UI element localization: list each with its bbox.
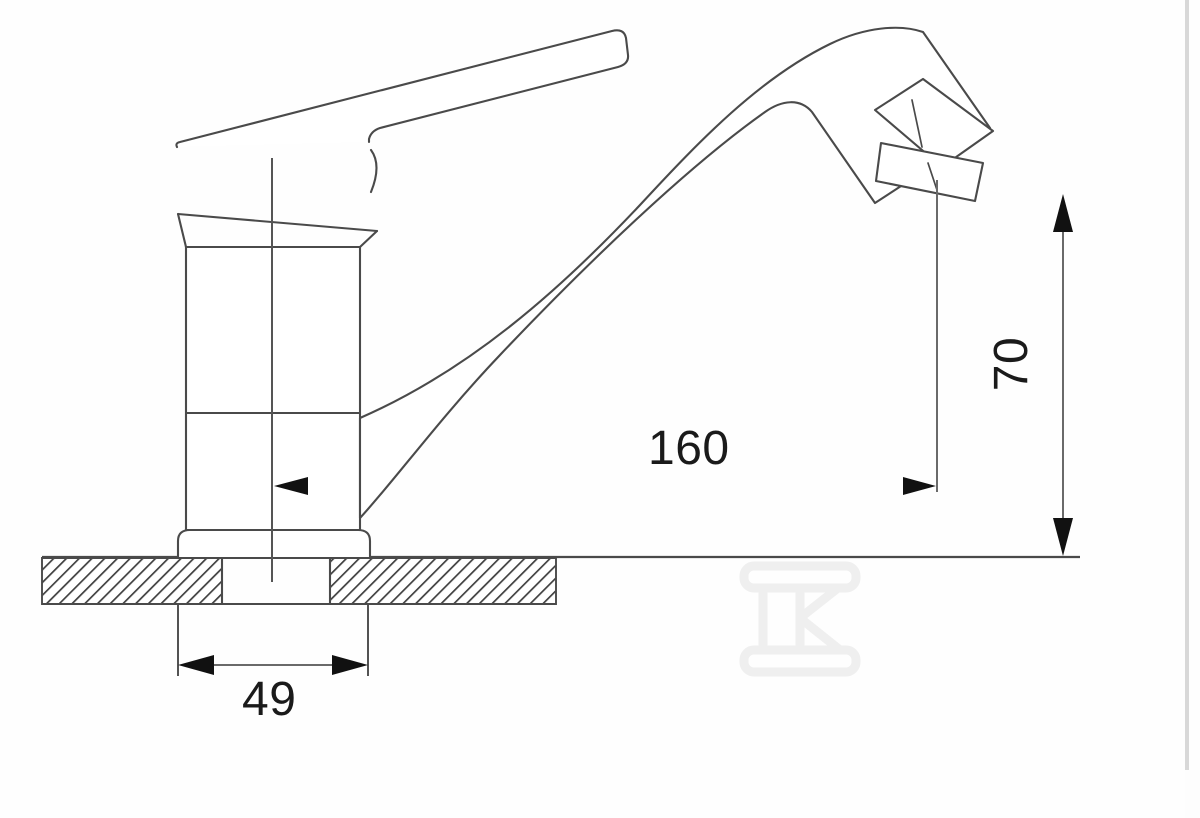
border-bottom-gap bbox=[1185, 770, 1200, 818]
dimension-160 bbox=[274, 180, 938, 495]
dimension-70 bbox=[1053, 194, 1073, 556]
k-logo-watermark bbox=[739, 561, 861, 677]
right-frame-border bbox=[1185, 0, 1189, 818]
mounting-shank bbox=[220, 558, 332, 604]
dimension-label-base-diameter: 49 bbox=[242, 673, 297, 726]
counter-top-hatched bbox=[41, 555, 1080, 605]
dimension-49 bbox=[177, 604, 369, 676]
spout-arm bbox=[358, 26, 992, 520]
dimension-label-spout-height: 70 bbox=[985, 336, 1039, 392]
aerator-centre-line bbox=[911, 99, 938, 191]
aerator-head bbox=[873, 77, 995, 203]
base-flange bbox=[176, 528, 372, 560]
cartridge-cap bbox=[176, 212, 379, 249]
lever-handle[interactable] bbox=[175, 29, 630, 194]
dimension-label-reach: 160 bbox=[648, 422, 730, 475]
